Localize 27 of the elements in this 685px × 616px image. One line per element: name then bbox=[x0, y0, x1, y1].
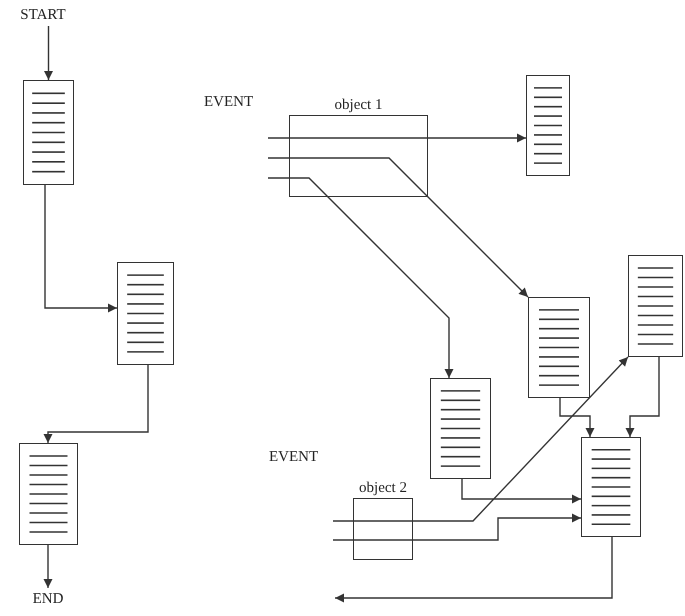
arrow bbox=[44, 26, 53, 80]
arrow bbox=[559, 398, 594, 437]
terminal-label: START bbox=[20, 6, 66, 25]
arrow bbox=[461, 479, 581, 504]
object-label: object 1 bbox=[334, 96, 382, 115]
arrow bbox=[333, 356, 628, 522]
arrow bbox=[335, 537, 613, 602]
document-box bbox=[581, 437, 641, 537]
document-box bbox=[526, 75, 570, 176]
document-box bbox=[528, 297, 590, 398]
document-box bbox=[628, 255, 683, 357]
arrow bbox=[44, 545, 52, 588]
document-box bbox=[117, 262, 174, 365]
object-label: object 2 bbox=[359, 479, 407, 498]
arrow bbox=[44, 365, 149, 443]
arrow bbox=[333, 514, 581, 541]
document-box bbox=[19, 443, 78, 545]
event-label: EVENT bbox=[204, 93, 254, 112]
terminal-label: END bbox=[32, 590, 64, 609]
arrow bbox=[268, 157, 528, 298]
arrow bbox=[44, 185, 117, 312]
document-box bbox=[23, 80, 74, 185]
event-label: EVENT bbox=[269, 448, 318, 467]
arrow bbox=[626, 357, 660, 437]
arrow bbox=[268, 177, 454, 378]
arrow bbox=[268, 134, 526, 142]
document-box bbox=[430, 378, 491, 479]
